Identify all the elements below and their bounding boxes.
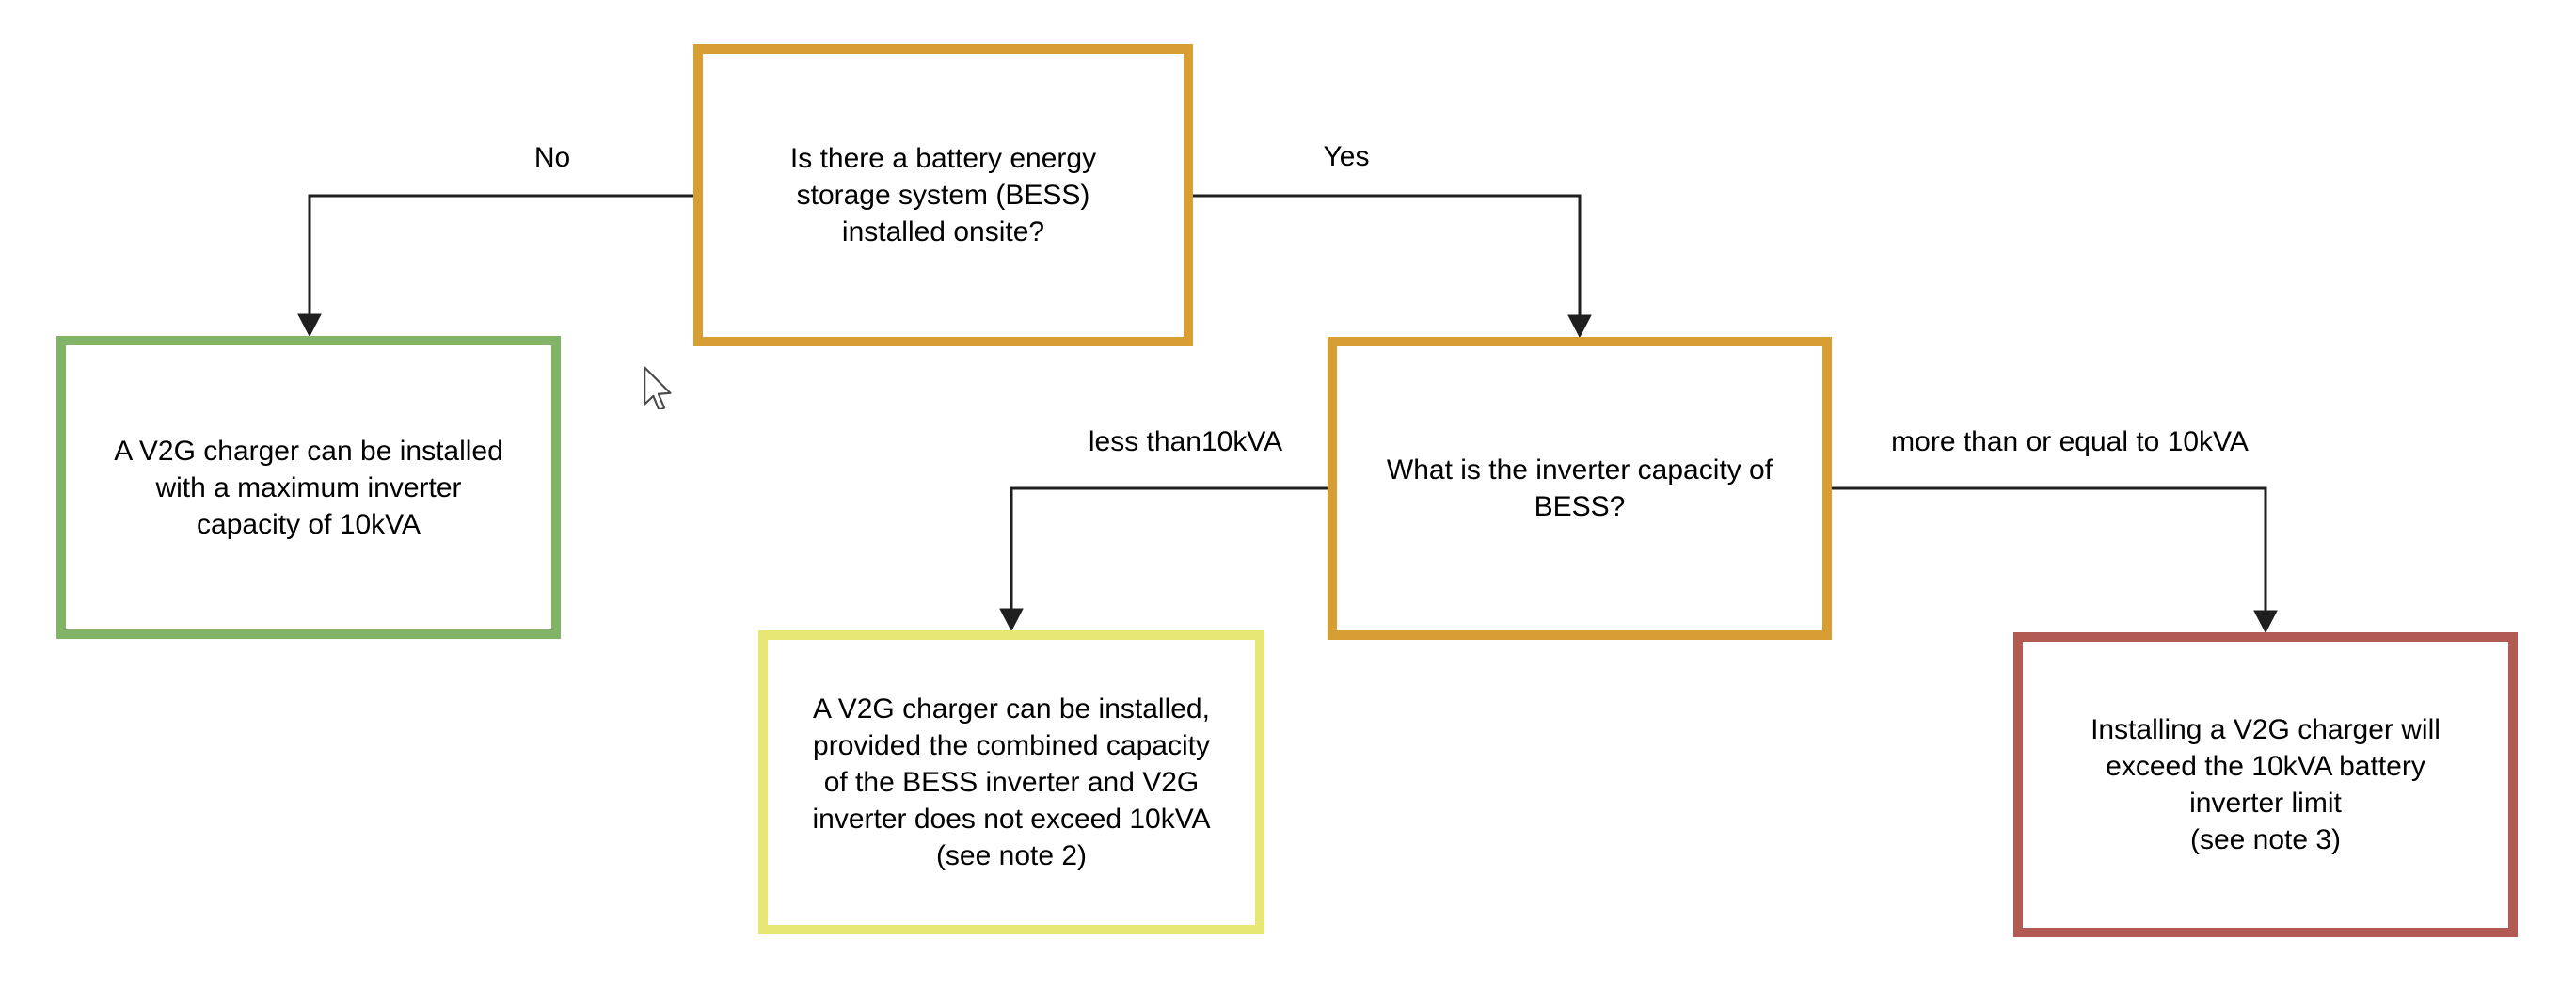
edge-label-less-than-10kva: less than10kVA <box>1084 425 1287 459</box>
node-outcome-max-10kva: A V2G charger can be installed with a ma… <box>56 336 561 639</box>
node-outcome-combined-capacity: A V2G charger can be installed, provided… <box>758 630 1264 934</box>
node-text: A V2G charger can be installed with a ma… <box>114 435 503 540</box>
node-inverter-capacity-question: What is the inverter capacity of BESS? <box>1328 337 1832 640</box>
node-text: Installing a V2G charger will exceed the… <box>2091 714 2441 855</box>
mouse-cursor-shape <box>644 366 672 409</box>
node-text: A V2G charger can be installed, provided… <box>812 693 1211 871</box>
node-text: What is the inverter capacity of BESS? <box>1386 454 1773 522</box>
node-bess-installed-question: Is there a battery energy storage system… <box>693 44 1193 346</box>
node-text: Is there a battery energy storage system… <box>789 143 1097 247</box>
arrowhead-down-icon <box>297 313 322 338</box>
node-outcome-exceeds-limit: Installing a V2G charger will exceed the… <box>2013 632 2518 937</box>
mouse-cursor-icon <box>644 366 672 409</box>
edge-label-no: No <box>530 141 575 175</box>
edge-more-equal <box>1832 486 2278 634</box>
arrowhead-down-icon <box>1567 314 1592 339</box>
edge-less-line <box>1010 486 1328 619</box>
edge-more-line <box>1832 486 2267 621</box>
arrowhead-down-icon <box>2253 610 2278 634</box>
edge-less-than <box>999 486 1328 632</box>
edge-yes <box>1193 194 1592 339</box>
arrowhead-down-icon <box>999 608 1024 632</box>
edge-yes-line <box>1193 194 1582 326</box>
edge-no <box>297 194 693 338</box>
edge-label-more-than-or-equal-10kva: more than or equal to 10kVA <box>1887 425 2252 459</box>
edge-label-yes: Yes <box>1319 140 1374 174</box>
edge-no-line <box>308 194 693 325</box>
